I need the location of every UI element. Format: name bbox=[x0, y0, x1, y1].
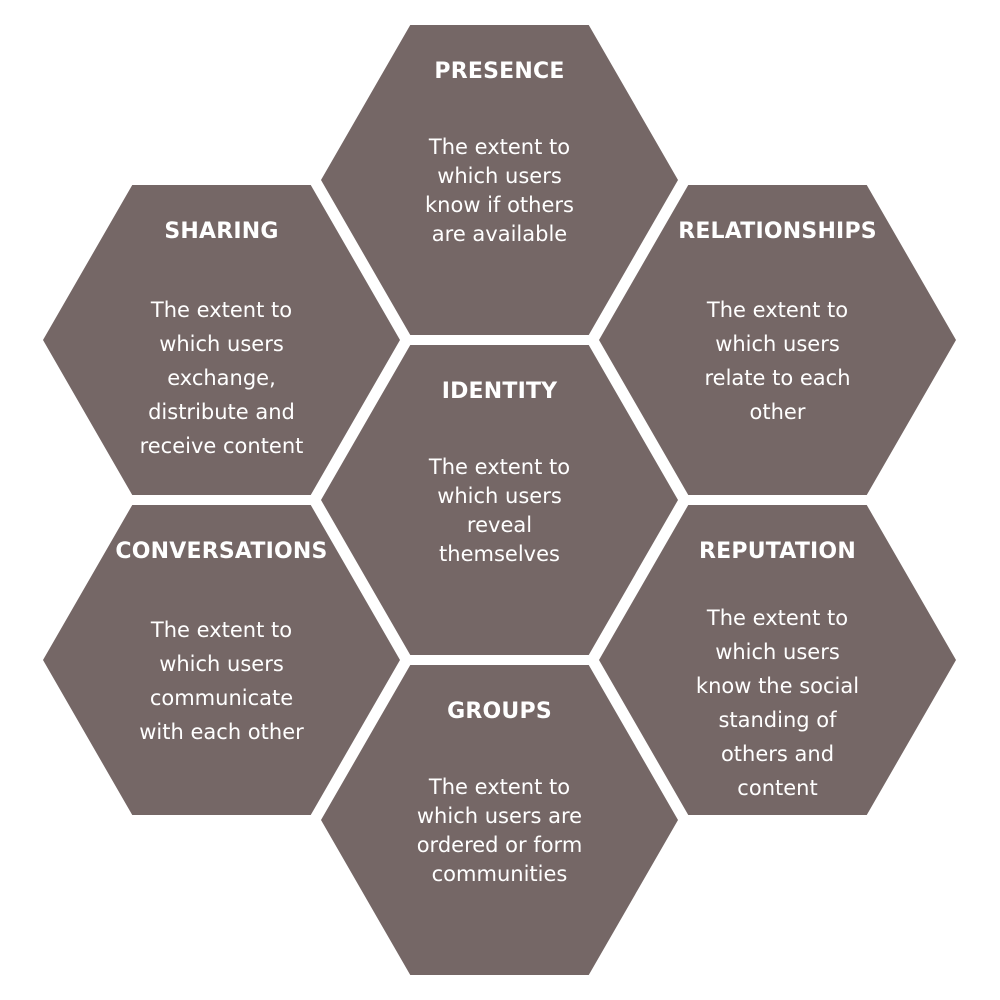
hexagon-description: The extent to which users know if others… bbox=[321, 133, 678, 249]
description-line: The extent to bbox=[706, 606, 849, 630]
hexagon-reputation: REPUTATION The extent to which users kno… bbox=[599, 505, 956, 815]
hexagon-title: CONVERSATIONS bbox=[115, 539, 328, 564]
description-line: standing of bbox=[718, 708, 837, 732]
hexagon-relationships: RELATIONSHIPS The extent to which users … bbox=[599, 185, 956, 495]
hexagon-groups: GROUPS The extent to which users are ord… bbox=[321, 665, 678, 975]
description-line: ordered or form bbox=[416, 833, 583, 857]
description-line: which users bbox=[715, 640, 840, 664]
description-line: content bbox=[737, 776, 818, 800]
description-line: which users bbox=[715, 332, 840, 356]
description-line: which users bbox=[159, 332, 284, 356]
description-line: communities bbox=[431, 862, 568, 886]
description-line: The extent to bbox=[428, 135, 571, 159]
hexagon-title: IDENTITY bbox=[441, 379, 558, 404]
hexagon-description: The extent to which users reveal themsel… bbox=[321, 453, 678, 569]
hexagon-presence: PRESENCE The extent to which users know … bbox=[321, 25, 678, 335]
hexagon-title: SHARING bbox=[164, 219, 279, 244]
description-line: The extent to bbox=[428, 775, 571, 799]
description-line: other bbox=[749, 400, 806, 424]
description-line: distribute and bbox=[148, 400, 295, 424]
description-line: communicate bbox=[149, 686, 294, 710]
hexagon-description: The extent to which users know the socia… bbox=[599, 601, 956, 805]
hexagon-title: GROUPS bbox=[447, 699, 552, 724]
hexagon-title: PRESENCE bbox=[434, 59, 565, 84]
hexagon-conversations: CONVERSATIONS The extent to which users … bbox=[43, 505, 400, 815]
hexagon-identity: IDENTITY The extent to which users revea… bbox=[321, 345, 678, 655]
description-line: know the social bbox=[695, 674, 860, 698]
hexagon-sharing: SHARING The extent to which users exchan… bbox=[43, 185, 400, 495]
description-line: The extent to bbox=[150, 618, 293, 642]
description-line: The extent to bbox=[706, 298, 849, 322]
hexagon-title: REPUTATION bbox=[699, 539, 856, 564]
hexagon-description: The extent to which users are ordered or… bbox=[321, 773, 678, 889]
description-line: which users bbox=[159, 652, 284, 676]
description-line: themselves bbox=[439, 542, 560, 566]
description-line: reveal bbox=[466, 513, 533, 537]
description-line: The extent to bbox=[150, 298, 293, 322]
description-line: receive content bbox=[139, 434, 304, 458]
description-line: which users bbox=[437, 164, 562, 188]
description-line: exchange, bbox=[167, 366, 276, 390]
hexagon-description: The extent to which users exchange, dist… bbox=[43, 293, 400, 463]
hexagon-description: The extent to which users communicate wi… bbox=[43, 613, 400, 749]
description-line: which users bbox=[437, 484, 562, 508]
description-line: which users are bbox=[416, 804, 583, 828]
description-line: with each other bbox=[139, 720, 304, 744]
hexagon-title: RELATIONSHIPS bbox=[678, 219, 877, 244]
hexagon-description: The extent to which users relate to each… bbox=[599, 293, 956, 429]
description-line: The extent to bbox=[428, 455, 571, 479]
description-line: others and bbox=[720, 742, 835, 766]
description-line: are available bbox=[431, 222, 568, 246]
description-line: know if others bbox=[425, 193, 574, 217]
description-line: relate to each bbox=[704, 366, 851, 390]
